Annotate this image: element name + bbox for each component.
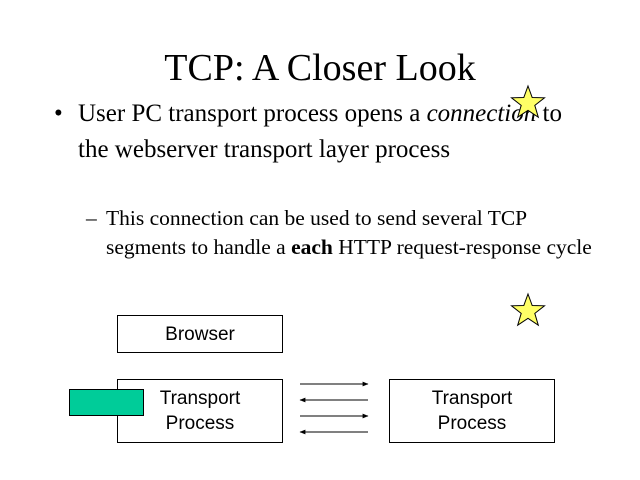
browser-box: Browser — [117, 315, 283, 353]
sub-bullet-text-start: This connection can be used to send seve… — [106, 206, 527, 259]
bullet-marker: • — [54, 100, 63, 127]
bullet-text-end: to the webserver transport layer process — [78, 100, 562, 163]
browser-label: Browser — [165, 323, 235, 345]
star-icon — [510, 84, 546, 119]
bullet-text: User PC transport process opens a connec… — [78, 96, 598, 168]
server-transport-process-box: Transport Process — [389, 379, 555, 443]
sub-bullet-marker: – — [86, 206, 97, 230]
segment-arrows — [299, 381, 369, 435]
server-transport-label-line1: Transport — [431, 388, 513, 409]
sub-bullet-text: This connection can be used to send seve… — [106, 204, 596, 262]
client-transport-label-line2: Process — [165, 413, 235, 434]
slide-title: TCP: A Closer Look — [164, 47, 476, 89]
sub-bullet-bold: each — [291, 235, 333, 259]
bullet-emphasis: connection — [426, 100, 537, 127]
server-transport-label-line2: Process — [437, 413, 507, 434]
client-transport-process-box: Transport Process — [117, 379, 283, 443]
sub-bullet-text-end: HTTP request-response cycle — [332, 235, 592, 259]
client-transport-label-line1: Transport — [159, 388, 241, 409]
bullet-text-start: User PC transport process opens a — [78, 100, 427, 127]
green-highlight-rectangle — [69, 389, 144, 416]
star-icon — [510, 292, 546, 327]
